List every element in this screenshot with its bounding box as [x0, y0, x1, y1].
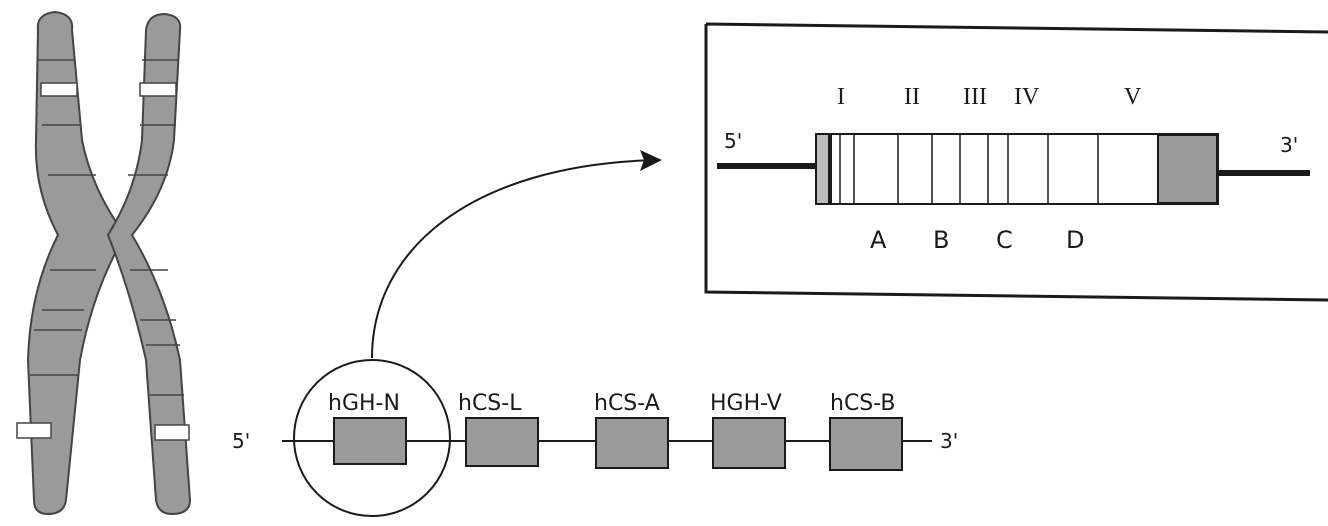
structure-3prime-label: 3'	[1280, 133, 1298, 157]
zoom-arrow-line	[371, 159, 657, 359]
utr-3	[1157, 134, 1218, 204]
cluster-5prime-label: 5'	[232, 429, 250, 453]
exon-label-2: II	[904, 84, 920, 110]
exon-label-3: III	[963, 84, 987, 110]
gene-box-hcs-b	[829, 417, 903, 471]
gene-label-hcs-l: hCS-L	[458, 391, 522, 416]
zoom-arrow	[371, 150, 662, 359]
band-gap	[154, 424, 190, 441]
gene-label-hcs-a: hCS-A	[594, 391, 660, 416]
intron-label-a: A	[870, 226, 887, 254]
gene-cluster: 5' 3' hGH-N hCS-L hCS-A HGH-V hCS-B	[232, 359, 958, 517]
band-gap	[40, 82, 78, 97]
chromatid-right	[106, 12, 192, 516]
exon-label-4: IV	[1014, 84, 1040, 110]
gene-box-hgh-v	[712, 417, 786, 469]
chromatid-left	[26, 10, 127, 516]
gene-box-hcs-l	[465, 417, 539, 467]
exon-label-5: V	[1124, 84, 1142, 110]
zoom-arrowhead	[640, 150, 662, 171]
band-gap	[16, 422, 52, 439]
band-lines	[30, 59, 184, 396]
gene-label-hgh-v: HGH-V	[710, 391, 782, 416]
structure-5prime-label: 5'	[724, 129, 742, 153]
gene-box-hgh-n	[333, 417, 407, 465]
utr-5	[817, 135, 829, 203]
chromosome	[16, 10, 192, 516]
gene-structure-inset: 5' 3' I II III IV V A B C D	[704, 22, 1328, 302]
exon-boundaries	[828, 134, 1099, 204]
gene-body	[815, 133, 1219, 205]
band-gap	[139, 82, 177, 97]
cluster-3prime-label: 3'	[940, 429, 958, 453]
gene-label-hcs-b: hCS-B	[830, 391, 896, 416]
inset-frame	[704, 22, 1328, 302]
highlight-circle	[293, 359, 451, 517]
gene-label-hgh-n: hGH-N	[328, 391, 400, 416]
intron-label-d: D	[1066, 226, 1084, 254]
gene-box-hcs-a	[595, 417, 669, 469]
intron-label-b: B	[933, 226, 949, 254]
exon-label-1: I	[837, 84, 845, 110]
intron-label-c: C	[996, 226, 1013, 254]
